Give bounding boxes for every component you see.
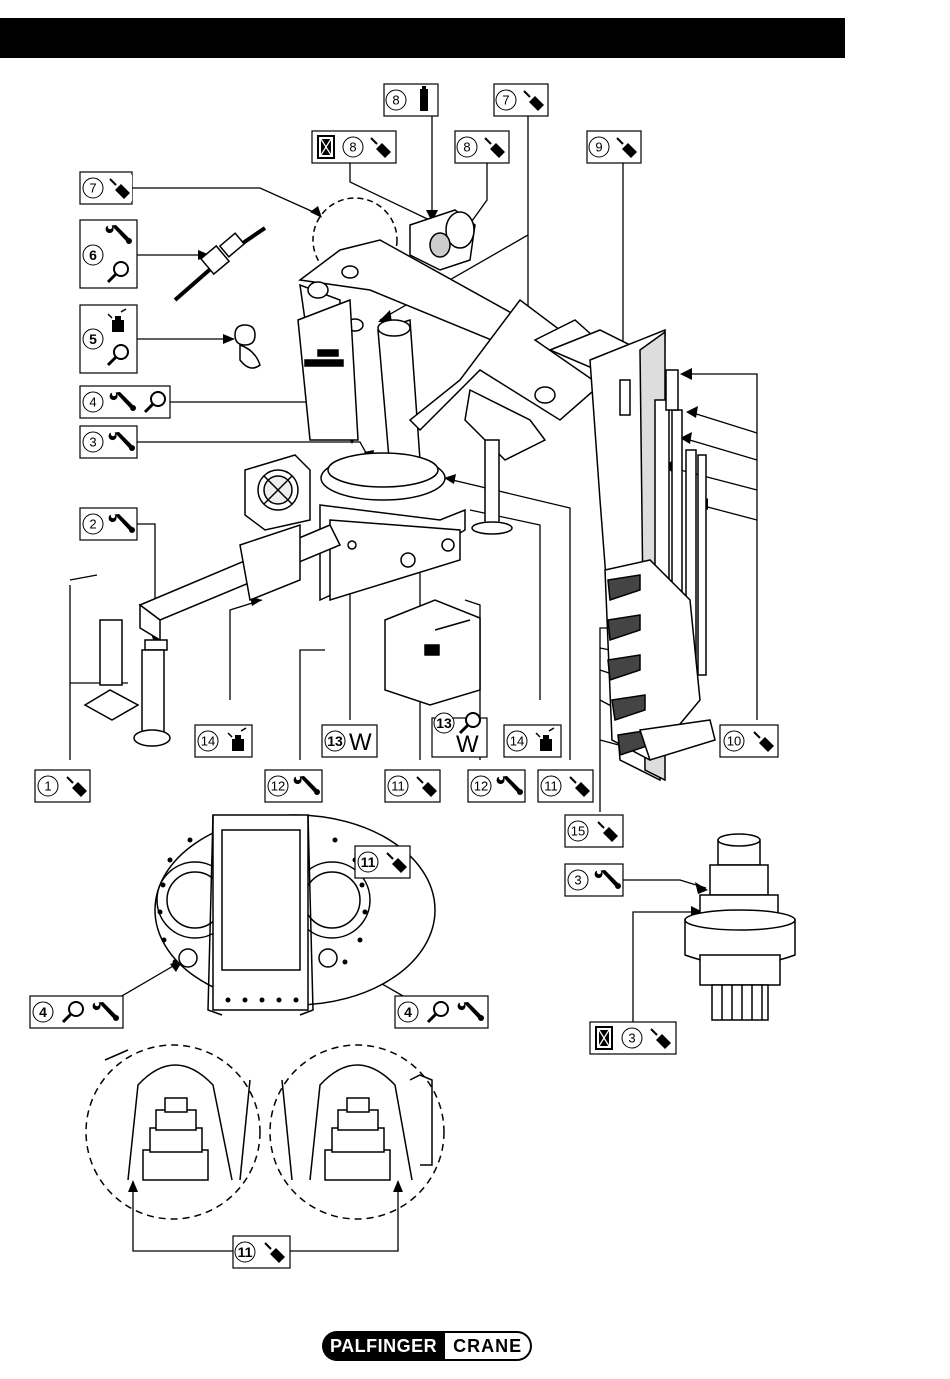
svg-text:4: 4	[404, 1004, 412, 1020]
callout-3: 3	[80, 426, 137, 458]
callout-12-left: 12	[265, 770, 322, 802]
callout-7-left: 7	[80, 172, 132, 204]
svg-text:6: 6	[89, 247, 97, 263]
svg-text:15: 15	[571, 824, 585, 839]
callout-11-c: 11	[355, 846, 410, 878]
callout-12-right: 12	[468, 770, 525, 802]
svg-text:12: 12	[271, 779, 285, 794]
callout-3-tank: 3	[590, 1022, 676, 1054]
svg-text:8: 8	[349, 140, 356, 155]
callout-4-left-ring: 4	[30, 996, 123, 1028]
svg-text:11: 11	[391, 779, 405, 794]
svg-text:4: 4	[89, 395, 96, 410]
svg-text:3: 3	[574, 873, 581, 888]
callout-11-b: 11	[538, 770, 593, 802]
slewing-ring-detail	[155, 815, 435, 1015]
callout-11-d: 11	[233, 1236, 290, 1268]
callout-13-right: 13 W	[432, 713, 487, 758]
crane-drawing	[85, 198, 715, 780]
svg-text:8: 8	[463, 140, 470, 155]
callout-14-right: 14	[504, 725, 561, 757]
svg-text:8: 8	[392, 93, 399, 108]
bearing-detail-left	[86, 1045, 260, 1219]
callout-10: 10	[720, 725, 778, 757]
callout-4-right-ring: 4	[395, 996, 488, 1028]
callout-8-grease: 8	[455, 131, 509, 163]
callout-11-a: 11	[385, 770, 440, 802]
svg-text:11: 11	[361, 854, 376, 870]
callout-9: 9	[587, 131, 641, 163]
svg-text:14: 14	[510, 734, 524, 749]
bearing-detail-right	[270, 1045, 444, 1219]
svg-text:W: W	[349, 729, 372, 756]
palfinger-crane-logo: PALFINGER CRANE	[322, 1331, 532, 1361]
callout-4: 4	[80, 386, 170, 418]
callout-5: 5	[80, 305, 137, 373]
svg-text:3: 3	[89, 435, 96, 450]
svg-text:10: 10	[727, 734, 741, 749]
grease-nipple-detail	[235, 325, 260, 368]
svg-text:2: 2	[89, 517, 96, 532]
svg-text:11: 11	[238, 1244, 253, 1260]
callout-13-left: 13 W	[322, 725, 377, 757]
callout-14-left: 14	[195, 725, 252, 757]
logo-crane: CRANE	[445, 1331, 532, 1361]
svg-text:14: 14	[201, 734, 215, 749]
slewing-gear-detail	[685, 834, 795, 1020]
callout-2: 2	[80, 508, 137, 540]
svg-text:1: 1	[44, 779, 51, 794]
svg-text:13: 13	[327, 733, 343, 749]
callout-3-gear: 3	[565, 864, 623, 896]
svg-text:12: 12	[474, 779, 488, 794]
svg-text:13: 13	[436, 715, 452, 731]
svg-text:5: 5	[89, 331, 97, 347]
svg-text:9: 9	[595, 140, 602, 155]
callout-15: 15	[565, 815, 623, 847]
callout-6: 6	[80, 220, 137, 288]
svg-text:W: W	[456, 731, 479, 758]
svg-text:11: 11	[544, 779, 558, 794]
svg-text:3: 3	[628, 1031, 635, 1046]
callout-7-top: 7	[494, 84, 548, 116]
logo-palfinger: PALFINGER	[322, 1331, 445, 1361]
svg-text:7: 7	[89, 181, 96, 196]
svg-text:7: 7	[502, 93, 509, 108]
hose-detail	[175, 228, 265, 300]
callout-1: 1	[35, 770, 90, 802]
callout-8-cylinder: 8	[384, 84, 438, 116]
callout-8-tank: 8	[312, 131, 396, 163]
svg-text:4: 4	[39, 1004, 47, 1020]
